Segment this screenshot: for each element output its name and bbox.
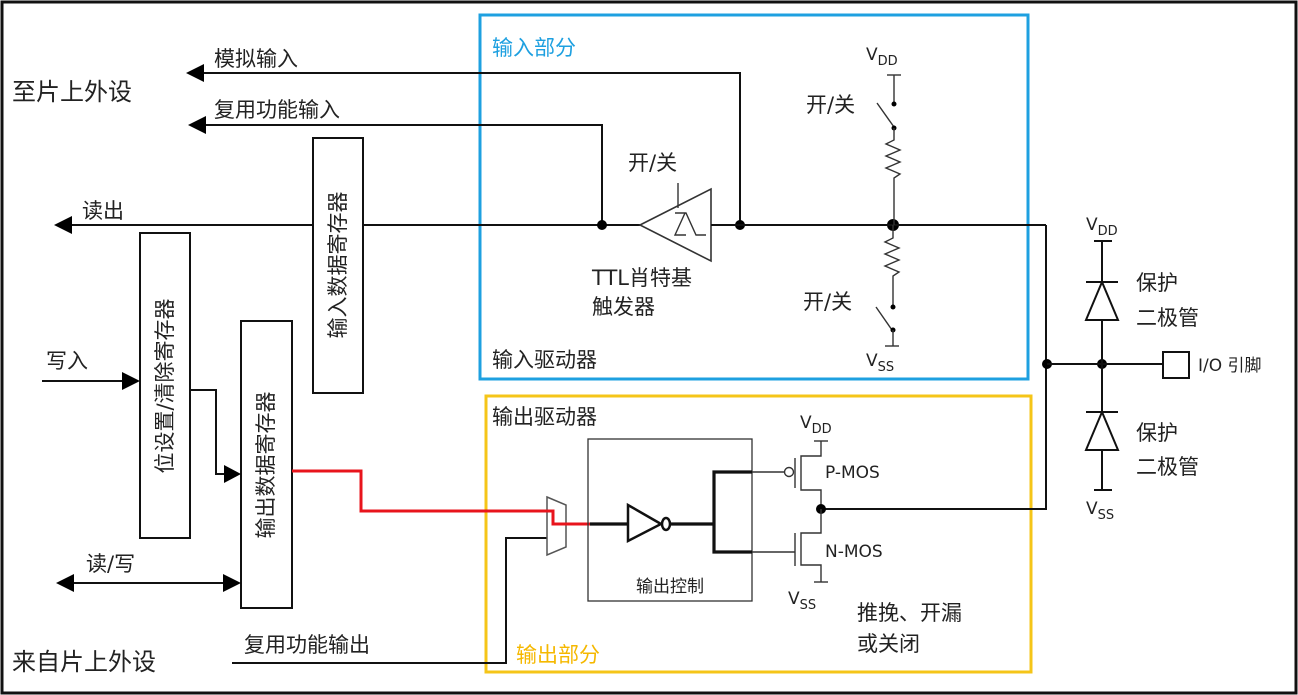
read-arrow (54, 216, 72, 234)
io-pin[interactable] (1162, 351, 1190, 379)
mos-vss-label: VSS (788, 589, 816, 613)
inverter-bubble (660, 516, 672, 532)
input-data-register-label: 输入数据寄存器 (326, 192, 350, 339)
output-data-path (292, 469, 590, 526)
pullup-vdd-label: VDD (866, 45, 898, 69)
diode-bottom-label-2: 二极管 (1136, 455, 1199, 479)
diode-vdd-label: VDD (1086, 215, 1118, 239)
analog-input-label: 模拟输入 (214, 47, 298, 71)
alt-func-output-wire (232, 537, 556, 664)
io-pin-label: I/O 引脚 (1198, 356, 1262, 376)
input-driver-label: 输入驱动器 (492, 348, 597, 372)
diode-top-label-1: 保护 (1136, 271, 1178, 295)
output-control-box (587, 438, 753, 602)
output-section-title: 输出部分 (516, 643, 600, 667)
analog-input-arrow (186, 64, 204, 82)
switch-contact (890, 304, 896, 310)
schmitt-switch-label: 开/关 (628, 151, 677, 175)
hysteresis-icon-part (673, 212, 686, 236)
inverter (626, 502, 664, 544)
alt-func-input-label: 复用功能输入 (214, 98, 340, 122)
diode-top-label-2: 二极管 (1136, 306, 1199, 330)
input-data-register (312, 137, 364, 394)
bsrr-to-odr-wire (190, 389, 226, 475)
pmos-gate-bubble (783, 466, 795, 478)
read-write-arrow-right (223, 574, 241, 592)
nmos-label: N-MOS (825, 542, 883, 562)
schmitt-label-line1: TTL肖特基 (591, 266, 692, 290)
output-mux (546, 495, 567, 557)
hysteresis-icon (675, 212, 706, 236)
read-write-label: 读/写 (86, 552, 135, 576)
output-section-box (484, 394, 1033, 674)
protection-diode-bottom (1084, 409, 1120, 451)
switch-contact (891, 101, 897, 107)
gate-split-wire (712, 470, 752, 554)
pullup-resistor (884, 128, 902, 225)
protection-diode-top (1084, 279, 1120, 321)
alt-func-input-arrow (188, 116, 206, 134)
write-arrow (122, 372, 140, 390)
alt-func-input-wire (202, 124, 603, 225)
alt-func-output-label: 复用功能输出 (244, 633, 370, 657)
schmitt-label-line2: 触发器 (592, 295, 655, 319)
output-data-path-mux (480, 509, 590, 526)
pmos-channel (800, 441, 822, 509)
read-label: 读出 (82, 199, 124, 223)
output-mode-line2: 或关闭 (857, 632, 920, 656)
analog-input-wire (200, 72, 741, 225)
pulldown-resistor (883, 225, 901, 307)
output-data-register (240, 320, 293, 609)
to-peripheral-label: 至片上外设 (12, 78, 132, 106)
from-peripheral-label: 来自片上外设 (12, 648, 156, 676)
pin-feedback-wire (822, 225, 1047, 510)
output-control-label: 输出控制 (636, 577, 704, 597)
input-section-box (478, 13, 1030, 381)
write-label: 写入 (46, 349, 88, 373)
diode-vss-label: VSS (1086, 499, 1114, 523)
bsrr-to-odr-arrow (224, 465, 241, 483)
pmos-label: P-MOS (825, 463, 880, 483)
mos-vdd-label: VDD (800, 413, 832, 437)
nmos-channel (800, 509, 822, 582)
schmitt-trigger (638, 187, 712, 263)
output-mode-line1: 推挽、开漏 (857, 601, 962, 625)
output-data-register-label: 输出数据寄存器 (254, 392, 278, 539)
output-driver-label: 输出驱动器 (492, 405, 597, 429)
pulldown-switch (875, 306, 893, 331)
input-section-title: 输入部分 (492, 36, 576, 60)
pulldown-switch-label: 开/关 (803, 290, 852, 314)
bit-set-reset-register-label: 位设置/清除寄存器 (153, 298, 177, 473)
bit-set-reset-register (139, 232, 191, 539)
pullup-switch (876, 102, 895, 128)
diode-bottom-label-1: 保护 (1136, 421, 1178, 445)
pulldown-vss-label: VSS (866, 351, 894, 375)
junction-dot (597, 220, 607, 230)
pullup-switch-label: 开/关 (806, 93, 855, 117)
read-write-arrow-left (56, 574, 74, 592)
